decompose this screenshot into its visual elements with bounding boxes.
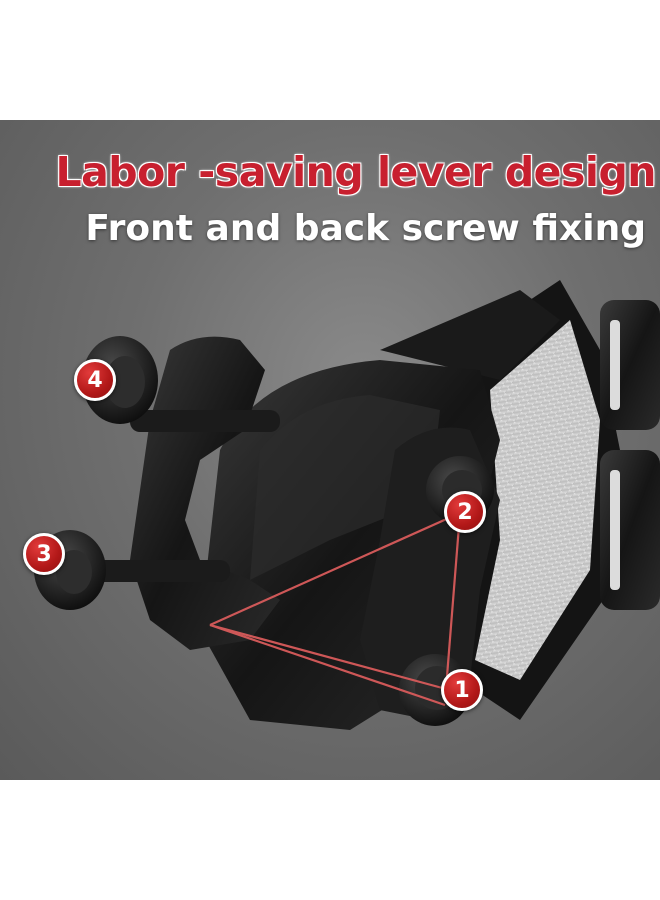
callout-badge-3: 3 [23,533,65,575]
lever-mechanism-illustration [34,280,660,730]
callout-badge-1: 1 [441,669,483,711]
callout-badge-4: 4 [74,359,116,401]
headline-title: Labor -saving lever design [55,148,656,196]
headline-subtitle: Front and back screw fixing [85,208,646,249]
callout-badge-2: 2 [444,491,486,533]
product-photo [0,120,660,780]
